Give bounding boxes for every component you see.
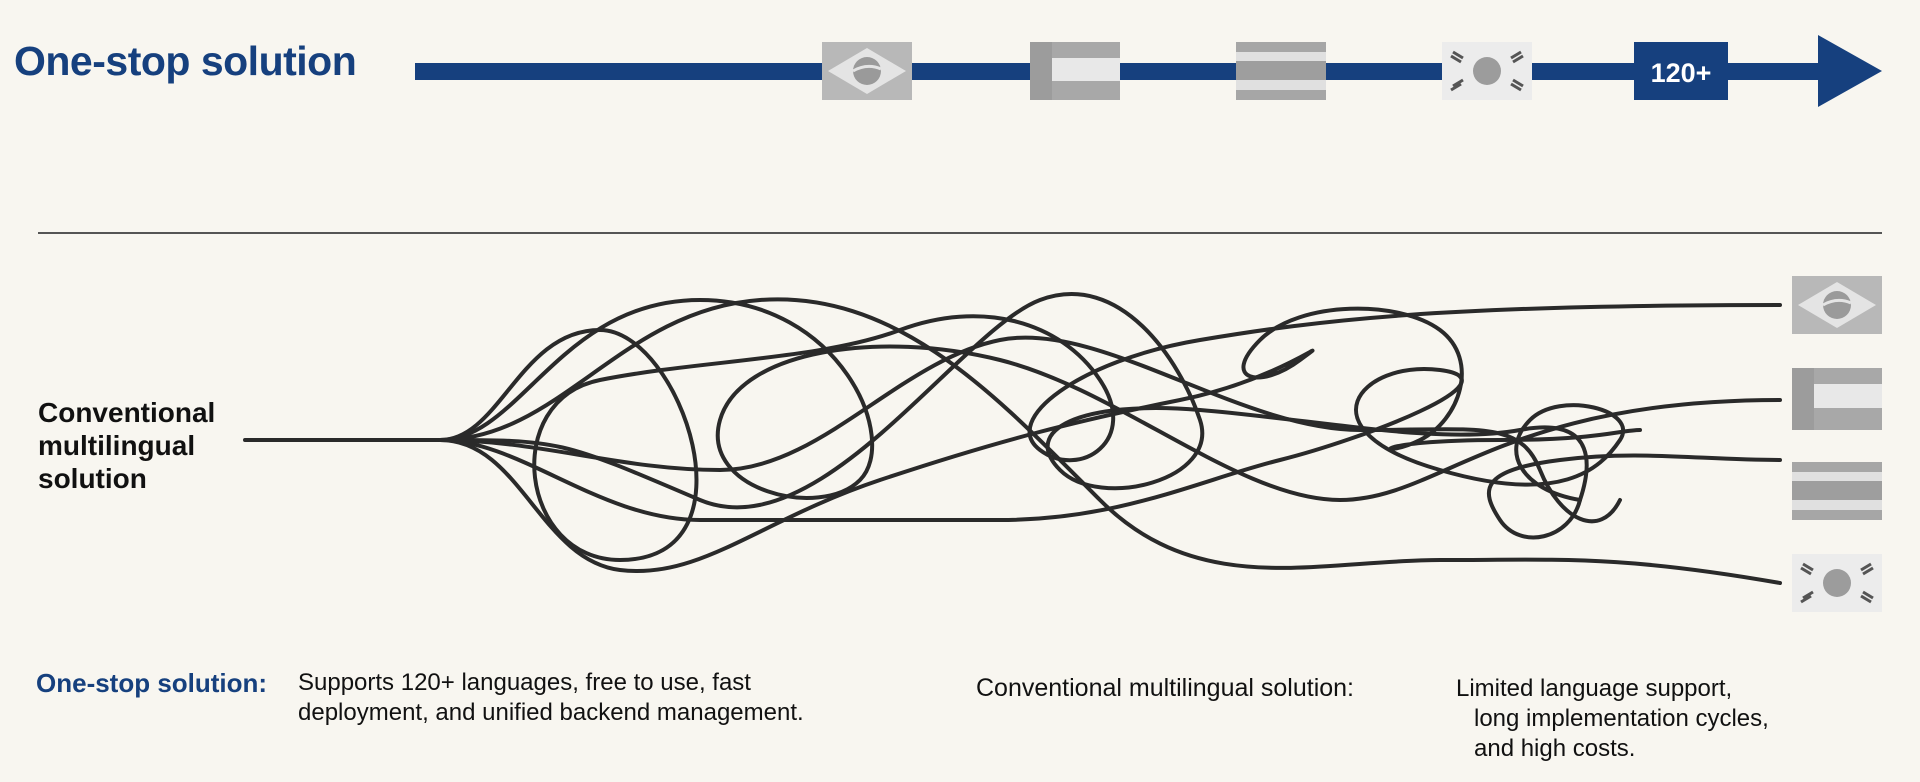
conventional-caption-line-1: Limited language support, [1456,675,1733,702]
one-stop-caption-text: Supports 120+ languages, free to use, fa… [298,669,804,726]
progress-arrow-shaft [415,63,1835,80]
brazil-flag-icon [822,42,912,100]
korea-flag-icon [1442,42,1532,100]
striped-flag-icon [1792,462,1882,520]
conventional-caption-label: Conventional multilingual solution: [976,674,1355,702]
one-stop-caption-label: One-stop solution: [36,668,268,698]
count-badge [1634,42,1728,100]
conventional-caption-line-3: and high costs. [1474,735,1636,762]
poland-flag-icon [1030,42,1120,100]
count-badge-label: 120+ [1651,58,1712,88]
page-title: One-stop solution [14,38,357,84]
poland-flag-icon [1792,368,1882,430]
tangled-lines [243,292,1782,585]
conventional-solution-label: Conventional multilingual solution [38,397,216,494]
progress-arrow-head [1818,35,1882,107]
conventional-caption-line-2: long implementation cycles, [1474,705,1769,732]
brazil-flag-icon [1792,276,1882,334]
korea-flag-icon [1792,554,1882,612]
conventional-caption-text: Limited language support, long implement… [1456,674,1856,764]
striped-flag-icon [1236,42,1326,100]
